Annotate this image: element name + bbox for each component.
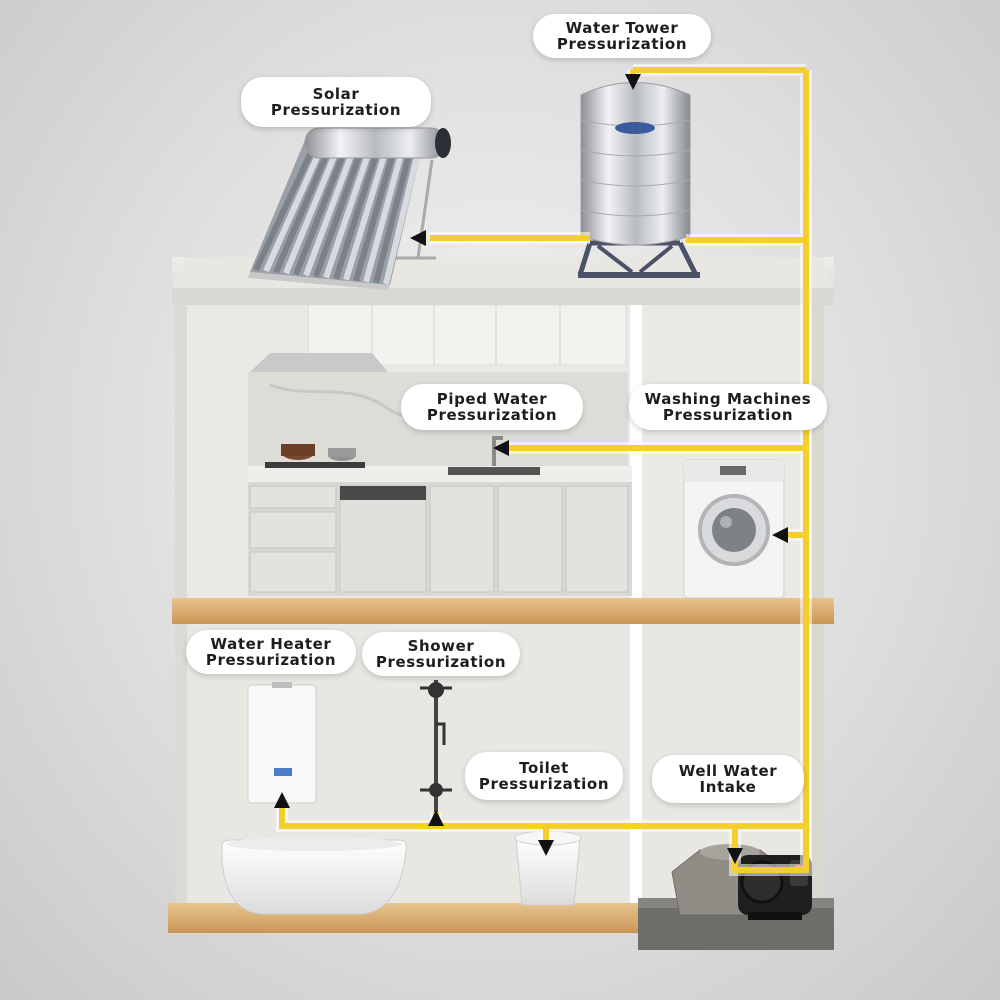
solar-tube — [273, 149, 332, 274]
label-well-water-line2: Intake — [699, 778, 757, 796]
flow-arrow-icon — [428, 810, 444, 826]
flow-arrow-icon — [625, 74, 641, 90]
solar-tube — [313, 149, 364, 278]
water-heater-icon — [247, 682, 317, 804]
label-toilet-line2: Pressurization — [478, 775, 610, 793]
label-water-heater: Water Heater Pressurization — [186, 630, 356, 674]
solar-tube — [363, 150, 405, 283]
label-piped-water-line2: Pressurization — [426, 406, 558, 424]
solar-tube — [263, 148, 323, 273]
label-shower: Shower Pressurization — [362, 632, 520, 676]
washing-machine-icon — [683, 459, 785, 599]
label-shower-line2: Pressurization — [375, 653, 507, 671]
solar-tube — [303, 149, 356, 277]
label-solar-line2: Pressurization — [270, 101, 402, 119]
flow-arrow-icon — [727, 848, 743, 864]
solar-tube — [353, 150, 397, 282]
flow-arrow-icon — [538, 840, 554, 856]
label-water-tower-line2: Pressurization — [556, 35, 688, 53]
solar-tube — [323, 150, 372, 279]
label-piped-water-line1: Piped Water — [436, 390, 548, 408]
bathtub-icon — [221, 837, 407, 915]
label-piped-water: Piped Water Pressurization — [401, 384, 583, 430]
shower-icon — [420, 680, 452, 820]
ground-floor — [168, 903, 638, 933]
label-solar: Solar Pressurization — [241, 77, 431, 127]
label-water-tower-line1: Water Tower — [565, 19, 679, 37]
water-tower-icon — [577, 82, 700, 278]
flow-arrows — [274, 74, 788, 864]
roof-front — [172, 288, 834, 305]
solar-tube — [333, 150, 381, 280]
label-shower-line1: Shower — [407, 637, 475, 655]
solar-tube — [383, 151, 421, 285]
label-washing-machines-line1: Washing Machines — [644, 390, 812, 408]
label-well-water: Well Water Intake — [652, 755, 804, 803]
lower-divider-wall — [630, 622, 642, 922]
label-water-heater-line2: Pressurization — [205, 651, 337, 669]
solar-tube — [253, 148, 315, 272]
solar-tube — [293, 149, 348, 276]
flow-arrow-icon — [772, 527, 788, 543]
label-toilet: Toilet Pressurization — [465, 752, 623, 800]
solar-heater-icon — [248, 127, 451, 290]
label-well-water-line1: Well Water — [678, 762, 778, 780]
solar-tube — [343, 150, 389, 281]
label-water-tower: Water Tower Pressurization — [533, 14, 711, 58]
label-toilet-line1: Toilet — [519, 759, 569, 777]
label-washing-machines: Washing Machines Pressurization — [629, 384, 827, 430]
label-water-heater-line1: Water Heater — [210, 635, 332, 653]
middle-floor — [172, 598, 834, 624]
flow-arrow-icon — [493, 440, 509, 456]
flow-arrow-icon — [274, 792, 290, 808]
faucet-icon — [492, 436, 503, 466]
label-washing-machines-line2: Pressurization — [662, 406, 794, 424]
solar-tube — [373, 151, 413, 284]
flow-arrow-icon — [410, 230, 426, 246]
solar-tube — [283, 149, 340, 275]
label-solar-line1: Solar — [312, 85, 360, 103]
